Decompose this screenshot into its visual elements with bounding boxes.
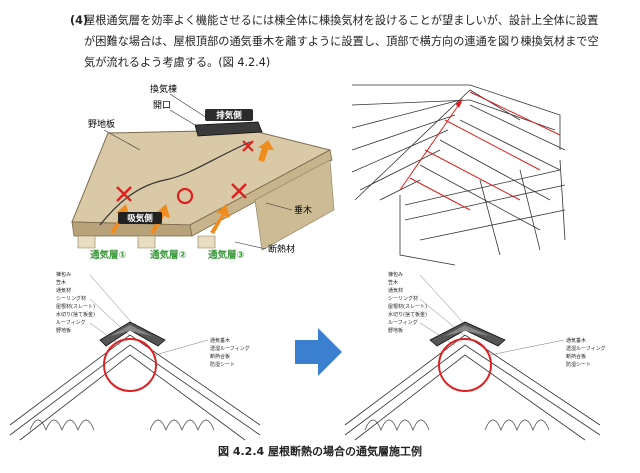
dl-c7: 野地板	[56, 327, 71, 334]
figure-caption: 図 4.2.4 屋根断熱の場合の通気層施工例	[218, 445, 422, 458]
highlight-circle-right	[438, 338, 492, 392]
dl-c0: 棟包み	[56, 271, 71, 278]
mark-x-2	[231, 183, 247, 199]
dr-c2: 通気材	[388, 287, 403, 294]
ridge-vent	[194, 121, 263, 137]
dr-c6: ルーフィング	[388, 319, 418, 326]
dr-c1: 笠木	[388, 279, 398, 286]
dl-r1: 透湿ルーフィング	[210, 345, 250, 352]
dr-c3: シーリング材	[388, 295, 418, 302]
dl-c5: 水切り(捨て板金)	[56, 311, 95, 318]
dl-c1: 笠木	[56, 279, 66, 286]
dr-r3: 防湿シート	[566, 361, 591, 368]
airflow-curve	[99, 141, 251, 226]
paragraph-number: (4)	[70, 14, 89, 27]
dr-r0: 通気垂木	[566, 337, 586, 344]
mark-x-1	[116, 186, 132, 202]
dl-r2: 断熱合板	[210, 353, 230, 360]
dr-c5: 水切り(捨て板金)	[388, 311, 427, 318]
dr-r2: 断熱合板	[566, 353, 586, 360]
label-opening: 開口	[153, 100, 171, 111]
dr-c7: 野地板	[388, 327, 403, 334]
dl-r0: 通気垂木	[210, 337, 230, 344]
label-exhaust: 排気側	[216, 110, 242, 121]
airflow-red-arrows	[399, 91, 561, 211]
intro-paragraph: (4) 屋根通気層を効率よく機能させるには棟全体に棟換気材を設けることが望ましい…	[70, 10, 604, 73]
dr-r1: 透湿ルーフィング	[566, 345, 606, 352]
highlight-circle-left	[103, 338, 157, 392]
dl-r3: 防湿シート	[210, 361, 235, 368]
label-layer3: 通気層③	[208, 249, 245, 261]
label-ridge-vent: 換気棟	[150, 83, 177, 95]
dr-c0: 棟包み	[388, 271, 403, 278]
label-rafter: 垂木	[294, 204, 312, 216]
label-sheathing: 野地板	[88, 118, 115, 130]
dl-c6: ルーフィング	[56, 319, 86, 326]
dr-c4: 屋根材(スレート)	[388, 303, 427, 310]
label-insulation: 断熱材	[268, 243, 295, 255]
label-layer1: 通気層①	[90, 249, 127, 261]
dl-c4: 屋根材(スレート)	[56, 303, 95, 310]
rafter	[77, 235, 96, 249]
mark-o	[176, 187, 194, 205]
paragraph-text: 屋根通気層を効率よく機能させるには棟全体に棟換気材を設けることが望ましいが、設計…	[84, 14, 599, 69]
mark-x-3	[242, 140, 254, 152]
label-intake: 吸気側	[127, 213, 153, 224]
dl-c2: 通気材	[56, 287, 71, 294]
dl-c3: シーリング材	[56, 295, 86, 302]
label-layer2: 通気層②	[150, 249, 187, 261]
